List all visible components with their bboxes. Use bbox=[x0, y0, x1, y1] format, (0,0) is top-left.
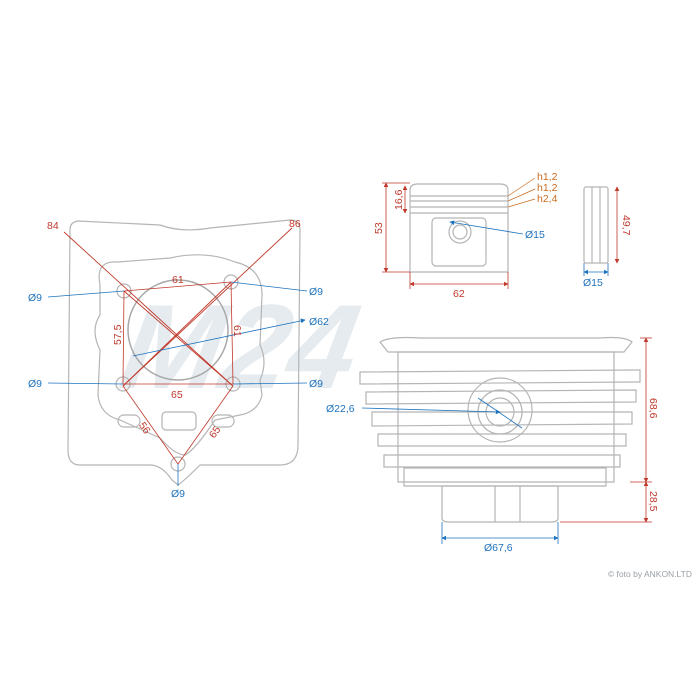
fin-2 bbox=[359, 369, 641, 385]
label-bolt-br: Ø9 bbox=[309, 378, 323, 390]
flange-outline bbox=[67, 219, 301, 486]
cylinder-skirt-dimension bbox=[441, 522, 559, 544]
label-ring3: h2,4 bbox=[537, 193, 558, 205]
label-bolt-bottom: Ø9 bbox=[171, 488, 185, 500]
base-leaders bbox=[47, 281, 308, 486]
cylinder-base bbox=[403, 467, 607, 487]
label-top-spacing: 61 bbox=[172, 274, 184, 286]
watermark-text: M24 bbox=[112, 280, 369, 414]
piston-view bbox=[409, 183, 509, 273]
label-diag-left: 84 bbox=[47, 220, 59, 232]
port-left bbox=[117, 414, 141, 428]
piston-ring-leaders bbox=[507, 177, 536, 208]
port-center bbox=[161, 411, 197, 431]
label-bottom-spacing: 65 bbox=[171, 389, 183, 401]
label-ring2: h1,2 bbox=[537, 182, 558, 194]
label-bolt-tl: Ø9 bbox=[28, 292, 42, 304]
fin-3 bbox=[365, 389, 637, 405]
label-piston-height: 53 bbox=[373, 222, 385, 234]
label-pin-diameter: Ø15 bbox=[583, 277, 603, 289]
label-cylinder-port: Ø22,6 bbox=[326, 403, 355, 415]
label-piston-pin-bore: Ø15 bbox=[525, 229, 545, 241]
cylinder-port-leader bbox=[361, 397, 523, 429]
label-side-right: 61 bbox=[231, 325, 243, 337]
fin-6 bbox=[383, 454, 621, 468]
base-flange-view bbox=[67, 219, 301, 486]
cylinder-body bbox=[397, 351, 615, 483]
label-diag-right: 86 bbox=[289, 218, 301, 230]
piston-pin-leader bbox=[449, 220, 524, 235]
piston-window bbox=[431, 217, 487, 267]
exhaust-port-outer bbox=[467, 377, 533, 443]
label-cylinder-skirt-diameter: Ø67,6 bbox=[484, 542, 513, 554]
fin-4 bbox=[371, 411, 633, 427]
label-piston-diameter: 62 bbox=[453, 288, 465, 300]
label-cylinder-height: 68,6 bbox=[647, 398, 659, 419]
piston-pin-bore bbox=[448, 220, 472, 244]
exhaust-port-inner bbox=[477, 389, 523, 435]
base-diagonals bbox=[63, 227, 293, 465]
pin-view bbox=[583, 186, 609, 264]
cylinder-view bbox=[359, 336, 641, 523]
port-right bbox=[211, 414, 235, 428]
label-cylinder-skirt: 28,5 bbox=[647, 491, 659, 512]
label-bolt-bl: Ø9 bbox=[28, 378, 42, 390]
photo-credit: © foto by ANKON.LTD bbox=[607, 569, 692, 579]
label-ring1: h1,2 bbox=[537, 171, 558, 183]
cylinder-top-fin bbox=[379, 336, 633, 353]
piston-outline bbox=[409, 183, 509, 273]
cylinder-dimensions bbox=[560, 337, 652, 523]
pin-diameter-dimension bbox=[583, 263, 609, 276]
gasket-outline bbox=[94, 254, 265, 456]
label-ring-zone: 16,6 bbox=[393, 189, 405, 210]
label-side-left: 57,5 bbox=[112, 324, 124, 345]
fin-5 bbox=[377, 433, 627, 447]
pin-outline bbox=[583, 186, 609, 264]
piston-dimensions bbox=[382, 182, 509, 289]
label-pin-length: 49,7 bbox=[620, 215, 632, 236]
label-bolt-tr: Ø9 bbox=[309, 286, 323, 298]
label-bore: Ø62 bbox=[309, 316, 329, 328]
bore-circle bbox=[127, 279, 229, 381]
cylinder-skirt bbox=[441, 485, 559, 523]
